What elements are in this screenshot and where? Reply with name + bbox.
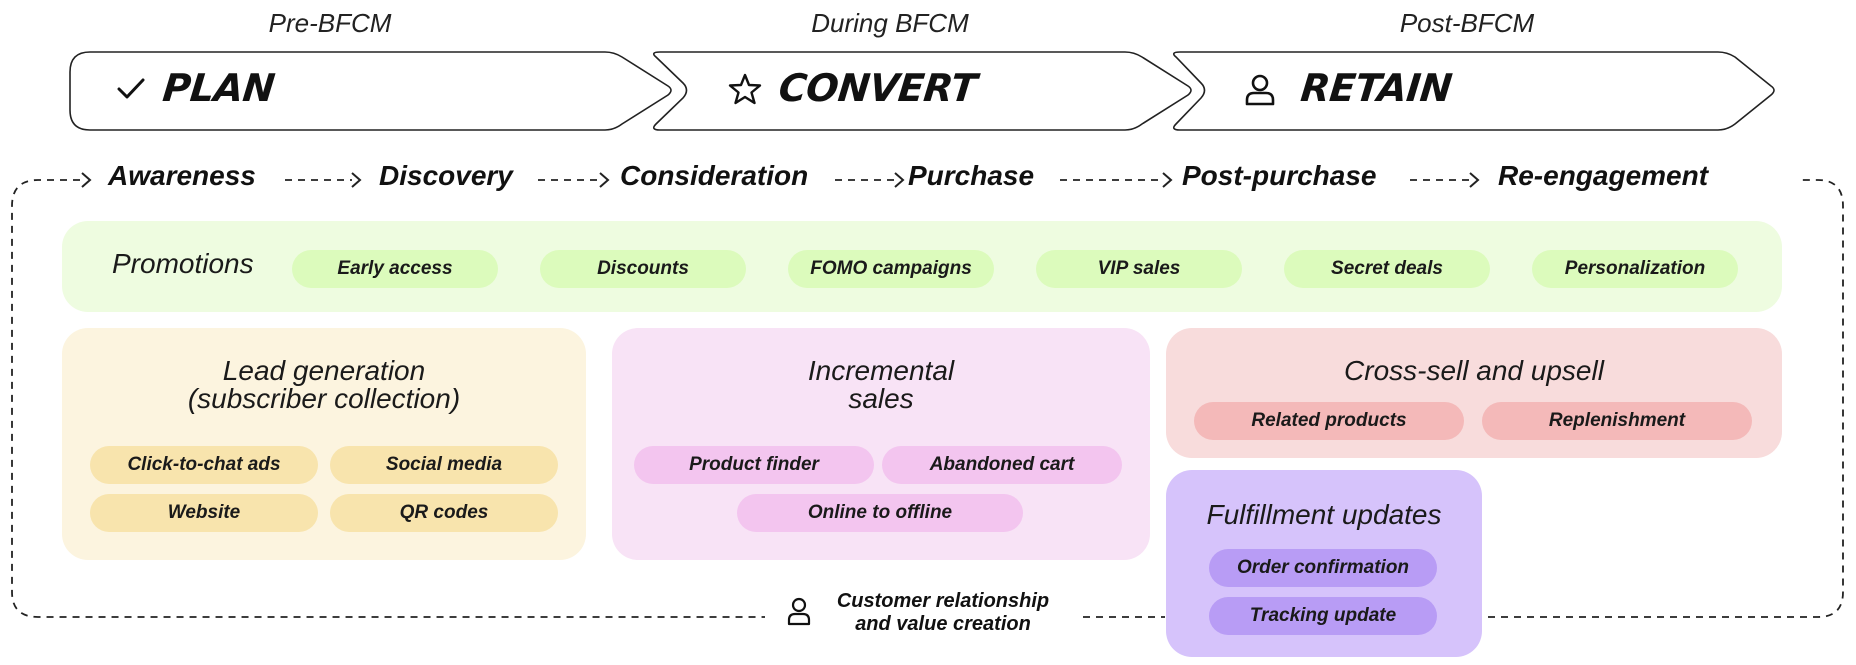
phase-label-during: During BFCM [811,8,969,38]
promo-pill-vip-sales: VIP sales [1036,250,1242,288]
lead-generation-title-line2: (subscriber collection) [187,383,461,414]
lead-pill-social-media: Social media [330,446,558,484]
arrow-head-3 [894,172,905,188]
customer-relationship-line1: Customer relationship [836,590,1050,612]
star-icon [728,73,762,105]
customer-relationship-line2: and value creation [855,613,1031,635]
arrow-head-5 [1469,172,1480,188]
convert-chevron [652,51,1192,131]
stage-post-purchase: Post-purchase [1182,160,1377,191]
loop-left-top [11,179,765,618]
stage-purchase: Purchase [908,160,1035,191]
fulfillment-pill-tracking-update: Tracking update [1209,597,1437,635]
cross-sell-title: Cross-sell and upsell [1344,355,1604,386]
customer-relationship-label: Customer relationship and value creation [818,590,1068,636]
phase-title-retain: RETAIN [1298,66,1454,110]
promo-pill-personalization: Personalization [1532,250,1738,288]
cross-pill-replenishment: Replenishment [1482,402,1752,440]
retain-chevron [1172,51,1775,131]
lead-pill-qr-codes: QR codes [330,494,558,532]
stage-discovery: Discovery [379,160,513,191]
cross-pill-related-products: Related products [1194,402,1464,440]
promo-pill-secret-deals: Secret deals [1284,250,1490,288]
arrow-head-4 [1162,172,1173,188]
person-icon [1245,74,1275,106]
lead-generation-title: Lead generation (subscriber collection) [62,357,586,413]
promo-pill-early-access: Early access [292,250,498,288]
lead-pill-website: Website [90,494,318,532]
lead-generation-title-line1: Lead generation [222,355,426,386]
arrow-head-2 [599,172,610,188]
promo-pill-fomo-campaigns: FOMO campaigns [788,250,994,288]
customer-person-icon [787,597,811,626]
sales-pill-product-finder: Product finder [634,446,874,484]
fulfillment-title: Fulfillment updates [1206,499,1442,530]
incremental-sales-title: Incremental sales [612,357,1150,413]
fulfillment-pill-order-confirmation: Order confirmation [1209,549,1437,587]
incremental-sales-title-line1: Incremental [807,355,955,386]
stage-re-engagement: Re-engagement [1498,160,1709,191]
phase-label-post: Post-BFCM [1399,8,1535,38]
loop-right [1488,179,1844,618]
promotions-title: Promotions [112,248,254,279]
arrow-head-0 [81,172,92,188]
plan-chevron [69,51,672,131]
sales-pill-abandoned-cart: Abandoned cart [882,446,1122,484]
phase-title-plan: PLAN [160,66,277,110]
sales-pill-online-to-offline: Online to offline [737,494,1023,532]
check-icon [117,78,145,99]
incremental-sales-title-line2: sales [848,383,914,414]
phase-label-pre: Pre-BFCM [268,8,392,38]
promo-pill-discounts: Discounts [540,250,746,288]
stage-consideration: Consideration [620,160,809,191]
arrow-head-1 [351,172,362,188]
phase-title-convert: CONVERT [776,66,979,110]
lead-pill-click-to-chat: Click-to-chat ads [90,446,318,484]
stage-awareness: Awareness [108,160,256,191]
